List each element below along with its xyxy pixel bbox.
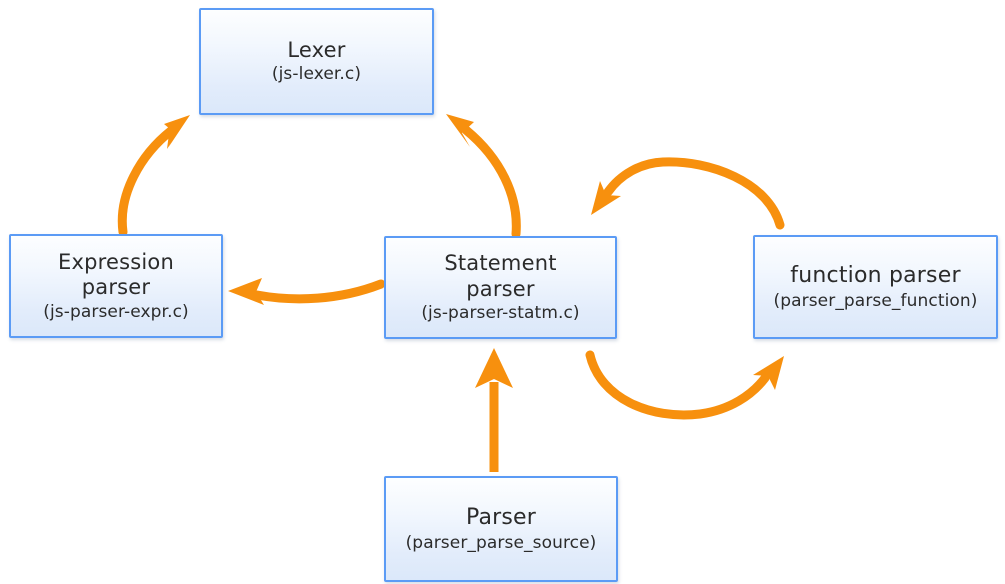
- node-lexer-subtitle: (js-lexer.c): [271, 64, 362, 85]
- node-expression-parser-title: Expression parser: [58, 249, 174, 300]
- arrowhead: [753, 356, 784, 390]
- node-function-parser[interactable]: function parser (parser_parse_function): [753, 235, 998, 339]
- edge-statement-to-expression: [228, 278, 386, 305]
- node-statement-parser-subtitle: (js-parser-statm.c): [421, 303, 580, 324]
- edge-statement-to-lexer: [446, 114, 521, 239]
- node-lexer[interactable]: Lexer (js-lexer.c): [199, 8, 434, 115]
- node-parser-subtitle: (parser_parse_source): [405, 532, 597, 553]
- node-lexer-title: Lexer: [287, 37, 346, 62]
- node-parser-title: Parser: [465, 504, 537, 530]
- node-statement-parser-title: Statement parser: [444, 251, 557, 301]
- arrowhead: [475, 348, 513, 388]
- node-expression-parser-subtitle: (js-parser-expr.c): [43, 301, 189, 322]
- arrowhead: [591, 181, 621, 215]
- edge-function-to-statement: [591, 157, 785, 230]
- node-statement-parser[interactable]: Statement parser (js-parser-statm.c): [384, 236, 617, 339]
- arrowhead: [163, 116, 189, 149]
- edge-expression-to-lexer: [117, 115, 190, 237]
- node-parser[interactable]: Parser (parser_parse_source): [384, 476, 618, 582]
- node-function-parser-subtitle: (parser_parse_function): [773, 290, 978, 311]
- edge-statement-to-function: [585, 350, 784, 420]
- node-function-parser-title: function parser: [790, 262, 961, 288]
- edge-parser-to-statement: [475, 348, 513, 472]
- node-expression-parser[interactable]: Expression parser (js-parser-expr.c): [9, 234, 223, 338]
- arrowhead: [228, 278, 264, 305]
- arrowhead: [446, 114, 474, 147]
